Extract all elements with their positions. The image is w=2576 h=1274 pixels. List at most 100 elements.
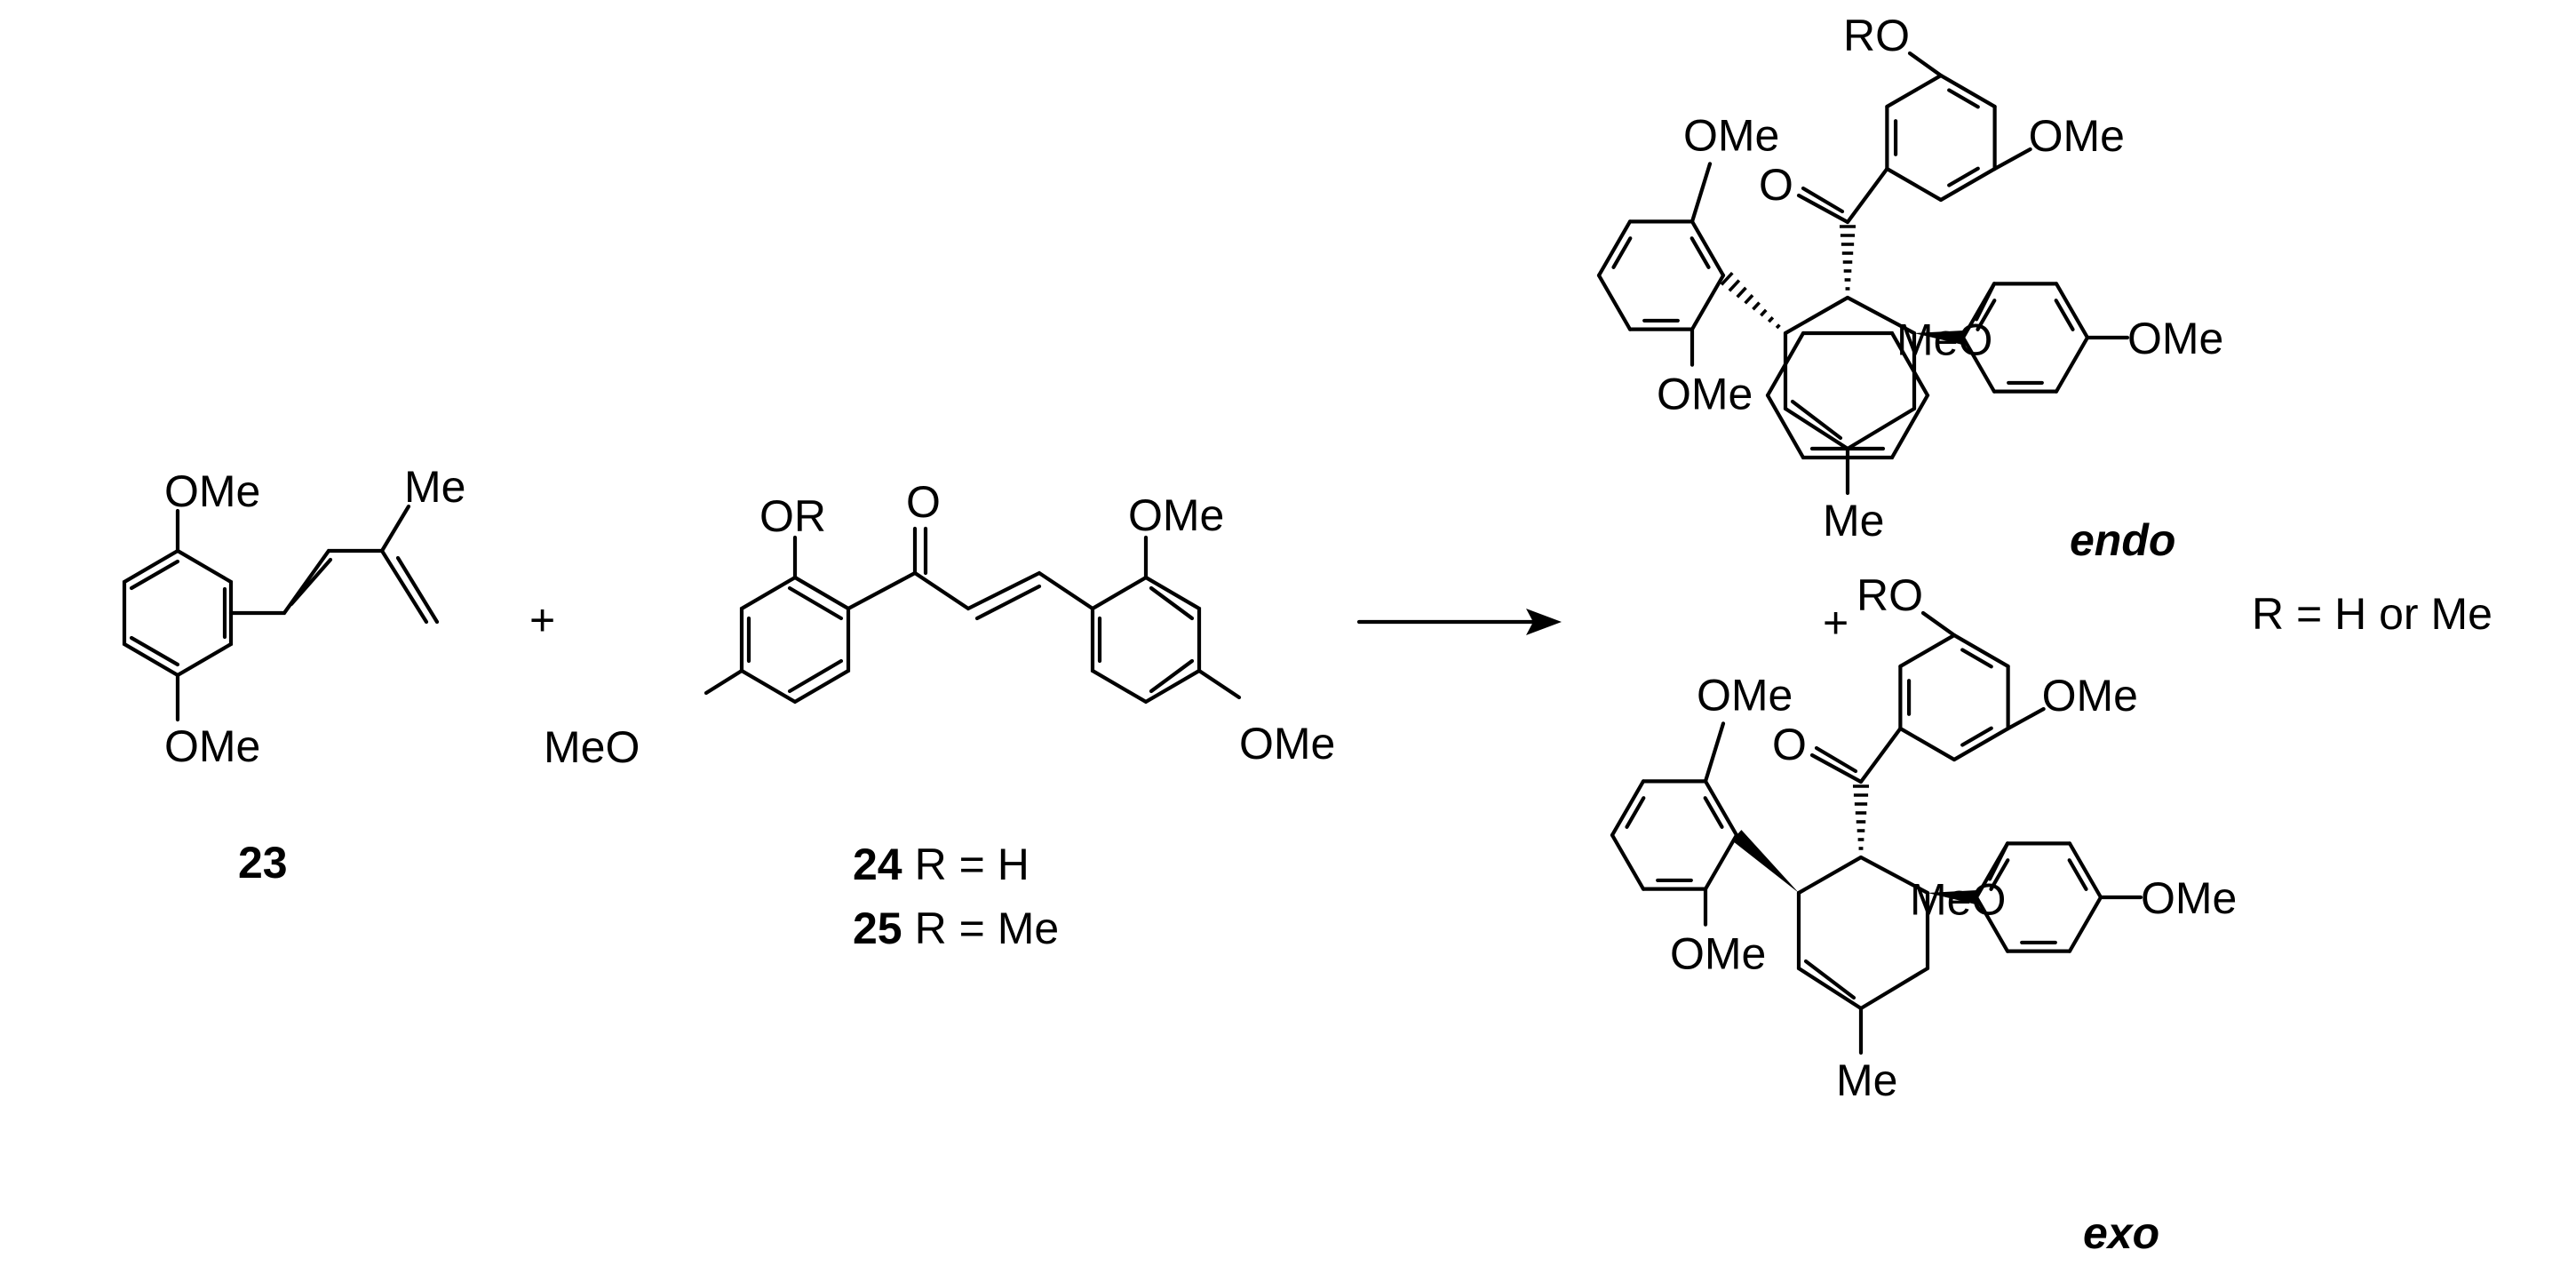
compound-24-number: 24 bbox=[853, 840, 902, 889]
hash-line bbox=[1744, 293, 1754, 305]
endo-left-ring-bond bbox=[1596, 219, 1633, 278]
hash-line bbox=[1736, 286, 1747, 299]
endo-me-label: Me bbox=[1823, 496, 1884, 545]
endo-left-ring-bond bbox=[1690, 219, 1726, 278]
compound-24-r-definition: R = H bbox=[915, 840, 1030, 889]
c24-meo-label: MeO bbox=[544, 722, 640, 772]
endo-upper-ring-bond bbox=[1885, 166, 1944, 203]
carbonyl-bond bbox=[1809, 752, 1864, 784]
exo-right-ring-double-bond bbox=[1989, 858, 2010, 891]
hash-line bbox=[1775, 323, 1781, 330]
exo-upper-ring-bond bbox=[1952, 726, 2010, 762]
c23-me-label: Me bbox=[404, 462, 465, 512]
endo-left-ring-bond bbox=[1596, 273, 1633, 331]
product-captions: endo exo + R = H or Me bbox=[1823, 515, 2493, 1258]
carbonyl-double-bond bbox=[1814, 745, 1858, 774]
exo-label: exo bbox=[2083, 1208, 2159, 1258]
ring-bond bbox=[1796, 966, 1864, 1011]
aryl-bond bbox=[1858, 726, 1903, 784]
c24-ome-para-label: OMe bbox=[1239, 719, 1335, 768]
ring-double-bond bbox=[1790, 399, 1843, 441]
ring-bond bbox=[1845, 295, 1917, 336]
wedge-bond-right-aryl bbox=[1914, 330, 1964, 345]
r-definition-text: R = H or Me bbox=[2252, 589, 2493, 639]
c24-ome-aryl-label: OMe bbox=[1128, 490, 1224, 540]
plus-sign-left: + bbox=[529, 595, 555, 645]
c24-or-label: OR bbox=[759, 491, 826, 541]
ring-bond bbox=[1783, 295, 1850, 336]
compound-25-caption: 25 R = Me bbox=[853, 904, 1059, 953]
exo-right-ring-bond bbox=[2067, 895, 2103, 953]
exo-left-ring-bond bbox=[1703, 779, 1739, 838]
ome-bond bbox=[1690, 162, 1713, 224]
exo-upper-ring-bond bbox=[1898, 726, 1957, 762]
endo-right-ring-bond bbox=[2054, 282, 2090, 340]
endo-right-ring-double-bond bbox=[1976, 299, 1997, 331]
endo-upper-ring-bond bbox=[1938, 166, 1997, 203]
c23-ome-bottom-label: OMe bbox=[164, 721, 260, 771]
endo-ome-top-label: OMe bbox=[2029, 111, 2125, 161]
exo-carbonyl-o-label: O bbox=[1772, 720, 1807, 769]
ring-double-bond bbox=[1803, 959, 1856, 1000]
endo-left-ring-double-bond bbox=[1611, 236, 1633, 269]
plus-sign-right: + bbox=[1823, 598, 1849, 648]
svg-text:24R = H: 24 R = H bbox=[853, 840, 1030, 889]
endo-upper-ring-double-bond bbox=[1947, 166, 1980, 187]
hash-line bbox=[1728, 279, 1741, 292]
ome-bond bbox=[1703, 721, 1726, 784]
compound-25-number: 25 bbox=[853, 904, 902, 953]
meo-bond bbox=[1974, 282, 1997, 322]
exo-left-ring-double-bond bbox=[1625, 796, 1646, 829]
endo-carbonyl-o-label: O bbox=[1759, 160, 1793, 210]
exo-right-ring-bond bbox=[1974, 895, 2010, 953]
hash-line bbox=[1720, 271, 1734, 286]
ro-bond bbox=[1907, 51, 1944, 78]
exo-upper-ring-bond bbox=[1952, 633, 2010, 669]
compound-23-number: 23 bbox=[238, 838, 288, 888]
exo-right-ring-bond bbox=[2067, 841, 2103, 900]
endo-meo-label: MeO bbox=[1896, 315, 1992, 364]
c24-carbonyl-o-label: O bbox=[906, 477, 941, 527]
hashed-bond-left-aryl bbox=[1720, 271, 1781, 330]
compound-25-r-definition: R = Me bbox=[915, 904, 1060, 953]
ome-bond bbox=[2006, 706, 2046, 731]
hashed-bond-carbonyl bbox=[1839, 225, 1856, 291]
carbonyl-double-bond bbox=[1801, 186, 1845, 214]
endo-right-ring-bond bbox=[2054, 335, 2090, 394]
ring-bond bbox=[1845, 406, 1917, 451]
reaction-arrow bbox=[1356, 609, 1562, 635]
ring-bond bbox=[1858, 855, 1930, 896]
endo-ro-label: RO bbox=[1843, 11, 1910, 60]
endo-right-ring-double-bond bbox=[2054, 299, 2075, 331]
hashed-bond-carbonyl bbox=[1852, 784, 1870, 850]
exo-ome-upper-label: OMe bbox=[1697, 670, 1793, 720]
compound-24-25-structure bbox=[704, 526, 1242, 705]
compound-23-structure bbox=[122, 504, 440, 722]
endo-left-ring-double-bond bbox=[1690, 236, 1711, 269]
endo-upper-ring-bond bbox=[1938, 73, 1997, 109]
ring-bond bbox=[1783, 406, 1850, 451]
exo-upper-ring-double-bond bbox=[1960, 648, 1993, 669]
endo-upper-ring-double-bond bbox=[1947, 88, 1980, 109]
c23-ome-top-label: OMe bbox=[164, 466, 260, 516]
ring-bond bbox=[1858, 966, 1930, 1011]
meo-bond bbox=[1987, 841, 2010, 881]
exo-right-ring-double-bond bbox=[2067, 858, 2088, 891]
ome-bond bbox=[1992, 147, 2032, 171]
exo-me-label: Me bbox=[1836, 1055, 1897, 1105]
ro-bond bbox=[1920, 610, 1957, 638]
endo-right-ring-bond bbox=[1960, 335, 1997, 394]
exo-left-ring-bond bbox=[1610, 832, 1646, 891]
hash-line bbox=[1767, 316, 1775, 323]
ring-bond bbox=[1796, 855, 1864, 896]
aryl-bond bbox=[1845, 166, 1889, 225]
exo-meo-label: MeO bbox=[1910, 874, 2006, 924]
exo-ome-top-label: OMe bbox=[2042, 671, 2138, 721]
endo-label: endo bbox=[2070, 515, 2175, 565]
compound-24-caption: 24 R = H bbox=[853, 840, 1030, 889]
svg-text:25R = Me: 25 R = Me bbox=[853, 904, 1059, 953]
endo-ome-right-label: OMe bbox=[2127, 314, 2223, 363]
exo-left-ring-bond bbox=[1703, 832, 1739, 891]
